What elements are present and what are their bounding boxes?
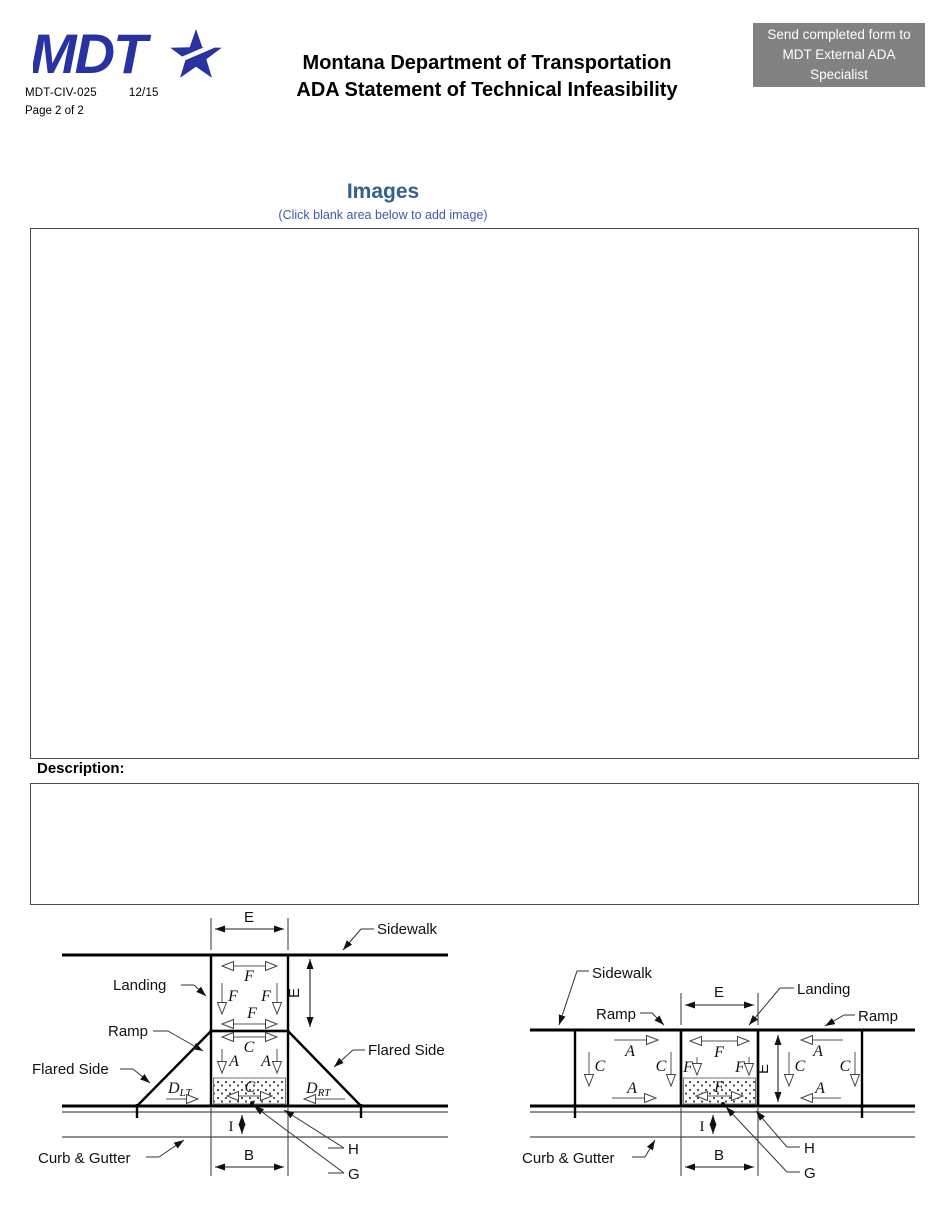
- dim-label-H: H: [804, 1140, 815, 1157]
- dim-label-A: A: [260, 1053, 271, 1070]
- dim-label-B: B: [244, 1147, 254, 1164]
- dim-label-A: A: [624, 1043, 635, 1060]
- label-curb-gutter: Curb & Gutter: [38, 1150, 131, 1167]
- dim-label-DLT: DLT: [167, 1080, 192, 1099]
- description-label: Description:: [37, 760, 125, 777]
- logo-swoosh: [158, 36, 229, 72]
- dim-label-E-top: E: [244, 909, 254, 926]
- dim-label-C: C: [656, 1058, 667, 1075]
- images-heading: Images: [346, 180, 420, 203]
- form-title-line1: Montana Department of Transportation: [302, 52, 672, 74]
- routing-note-box: Send completed form to MDT External ADA …: [753, 23, 925, 87]
- dim-label-A: A: [228, 1053, 239, 1070]
- dim-label-H: H: [348, 1141, 359, 1158]
- image-placeholder-area[interactable]: [30, 228, 919, 759]
- revision-date: 12/15: [128, 87, 159, 99]
- dim-label-F: F: [246, 1005, 257, 1022]
- dim-label-A: A: [812, 1043, 823, 1060]
- images-instruction: (Click blank area below to add image): [278, 208, 488, 222]
- dim-label-DRT: DRT: [305, 1080, 331, 1099]
- routing-note-text: Send completed form to MDT External ADA …: [767, 27, 911, 82]
- dim-label-F: F: [260, 988, 271, 1005]
- left-diagram-perpendicular-ramp: E E F F F F C A A C DLT DRT: [32, 909, 448, 1183]
- dim-label-E-side: E: [755, 1064, 772, 1074]
- description-input[interactable]: [30, 783, 919, 905]
- label-sidewalk: Sidewalk: [592, 965, 653, 982]
- label-curb-gutter: Curb & Gutter: [522, 1150, 615, 1167]
- dim-label-F: F: [734, 1059, 745, 1076]
- dim-label-C: C: [244, 1039, 255, 1056]
- dim-label-F: F: [713, 1044, 724, 1061]
- label-ramp: Ramp: [108, 1023, 148, 1040]
- dim-label-C: C: [840, 1058, 851, 1075]
- flare-right-edge: [287, 1030, 362, 1107]
- label-flared-side-right: Flared Side: [368, 1042, 445, 1059]
- page-number: Page 2 of 2: [25, 105, 84, 117]
- dim-label-G: G: [348, 1166, 360, 1183]
- dim-label-G: G: [804, 1165, 816, 1182]
- dim-label-A: A: [814, 1080, 825, 1097]
- label-ramp-left: Ramp: [596, 1006, 636, 1023]
- dim-label-E-top: E: [714, 984, 724, 1001]
- label-sidewalk: Sidewalk: [377, 921, 438, 938]
- label-landing: Landing: [797, 981, 850, 998]
- form-meta: MDT-CIV-025 12/15: [25, 87, 159, 99]
- dim-label-E-side: E: [286, 988, 303, 998]
- right-diagram-parallel-ramp: E E A C C A F F F F A C: [522, 965, 915, 1182]
- dim-label-F: F: [243, 968, 254, 985]
- dim-label-F: F: [227, 988, 238, 1005]
- label-ramp-right: Ramp: [858, 1008, 898, 1025]
- dim-label-F-dws: F: [713, 1079, 724, 1096]
- label-flared-side-left: Flared Side: [32, 1061, 109, 1078]
- label-landing: Landing: [113, 977, 166, 994]
- dim-label-I: I: [700, 1119, 705, 1135]
- form-title-line2: ADA Statement of Technical Infeasibility: [296, 79, 678, 101]
- form-title: Montana Department of Transportation ADA…: [237, 50, 737, 104]
- form-number: MDT-CIV-025: [25, 87, 97, 99]
- mdt-logo-text: MDT: [33, 26, 152, 85]
- dim-label-I: I: [229, 1119, 234, 1135]
- dim-label-C-dws: C: [245, 1079, 256, 1096]
- dim-label-B: B: [714, 1147, 724, 1164]
- mdt-logo: MDT: [33, 26, 229, 85]
- curb-ramp-diagrams: E E F F F F C A A C DLT DRT: [32, 909, 915, 1183]
- dim-label-A: A: [626, 1080, 637, 1097]
- dim-label-C: C: [595, 1058, 606, 1075]
- dim-label-F: F: [682, 1059, 693, 1076]
- dim-label-C: C: [795, 1058, 806, 1075]
